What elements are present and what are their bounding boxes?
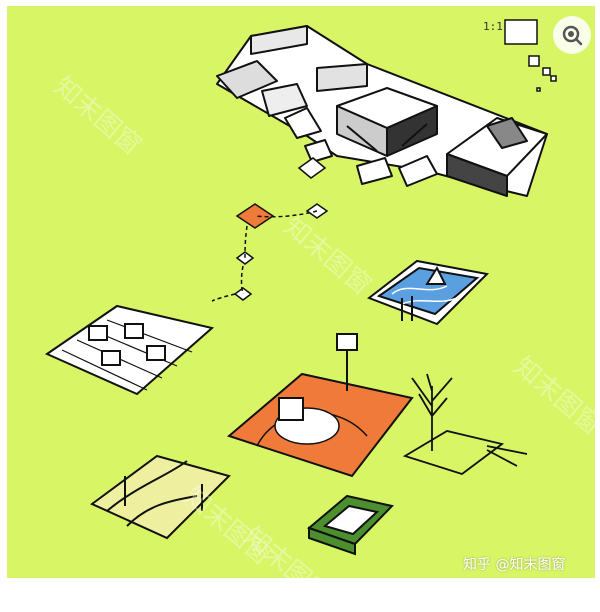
path-nodes <box>233 157 329 301</box>
basketball-court <box>226 333 414 478</box>
planter-box <box>307 494 394 556</box>
tree-grass-patch <box>402 373 528 475</box>
credit-watermark: 知乎 @知末图窗 <box>463 557 566 573</box>
lens-search-icon <box>562 25 583 46</box>
image-frame: 1:1 知末图窗 知末图窗 知末图窗 知末图窗 知末图窗 知乎 @知末图窗 <box>7 6 600 611</box>
plaza-tables <box>44 304 215 396</box>
scale-key <box>504 19 557 92</box>
lens-search-button[interactable] <box>553 16 591 54</box>
illustration-canvas: 1:1 知末图窗 知末图窗 知末图窗 知末图窗 知末图窗 知乎 @知末图窗 <box>7 6 600 611</box>
dashed-path <box>211 210 318 302</box>
scale-label: 1:1 <box>483 20 503 33</box>
site-plan-sketch <box>44 19 557 556</box>
main-building-complex <box>216 25 548 197</box>
pool <box>366 259 490 326</box>
garden-plot <box>90 454 231 540</box>
